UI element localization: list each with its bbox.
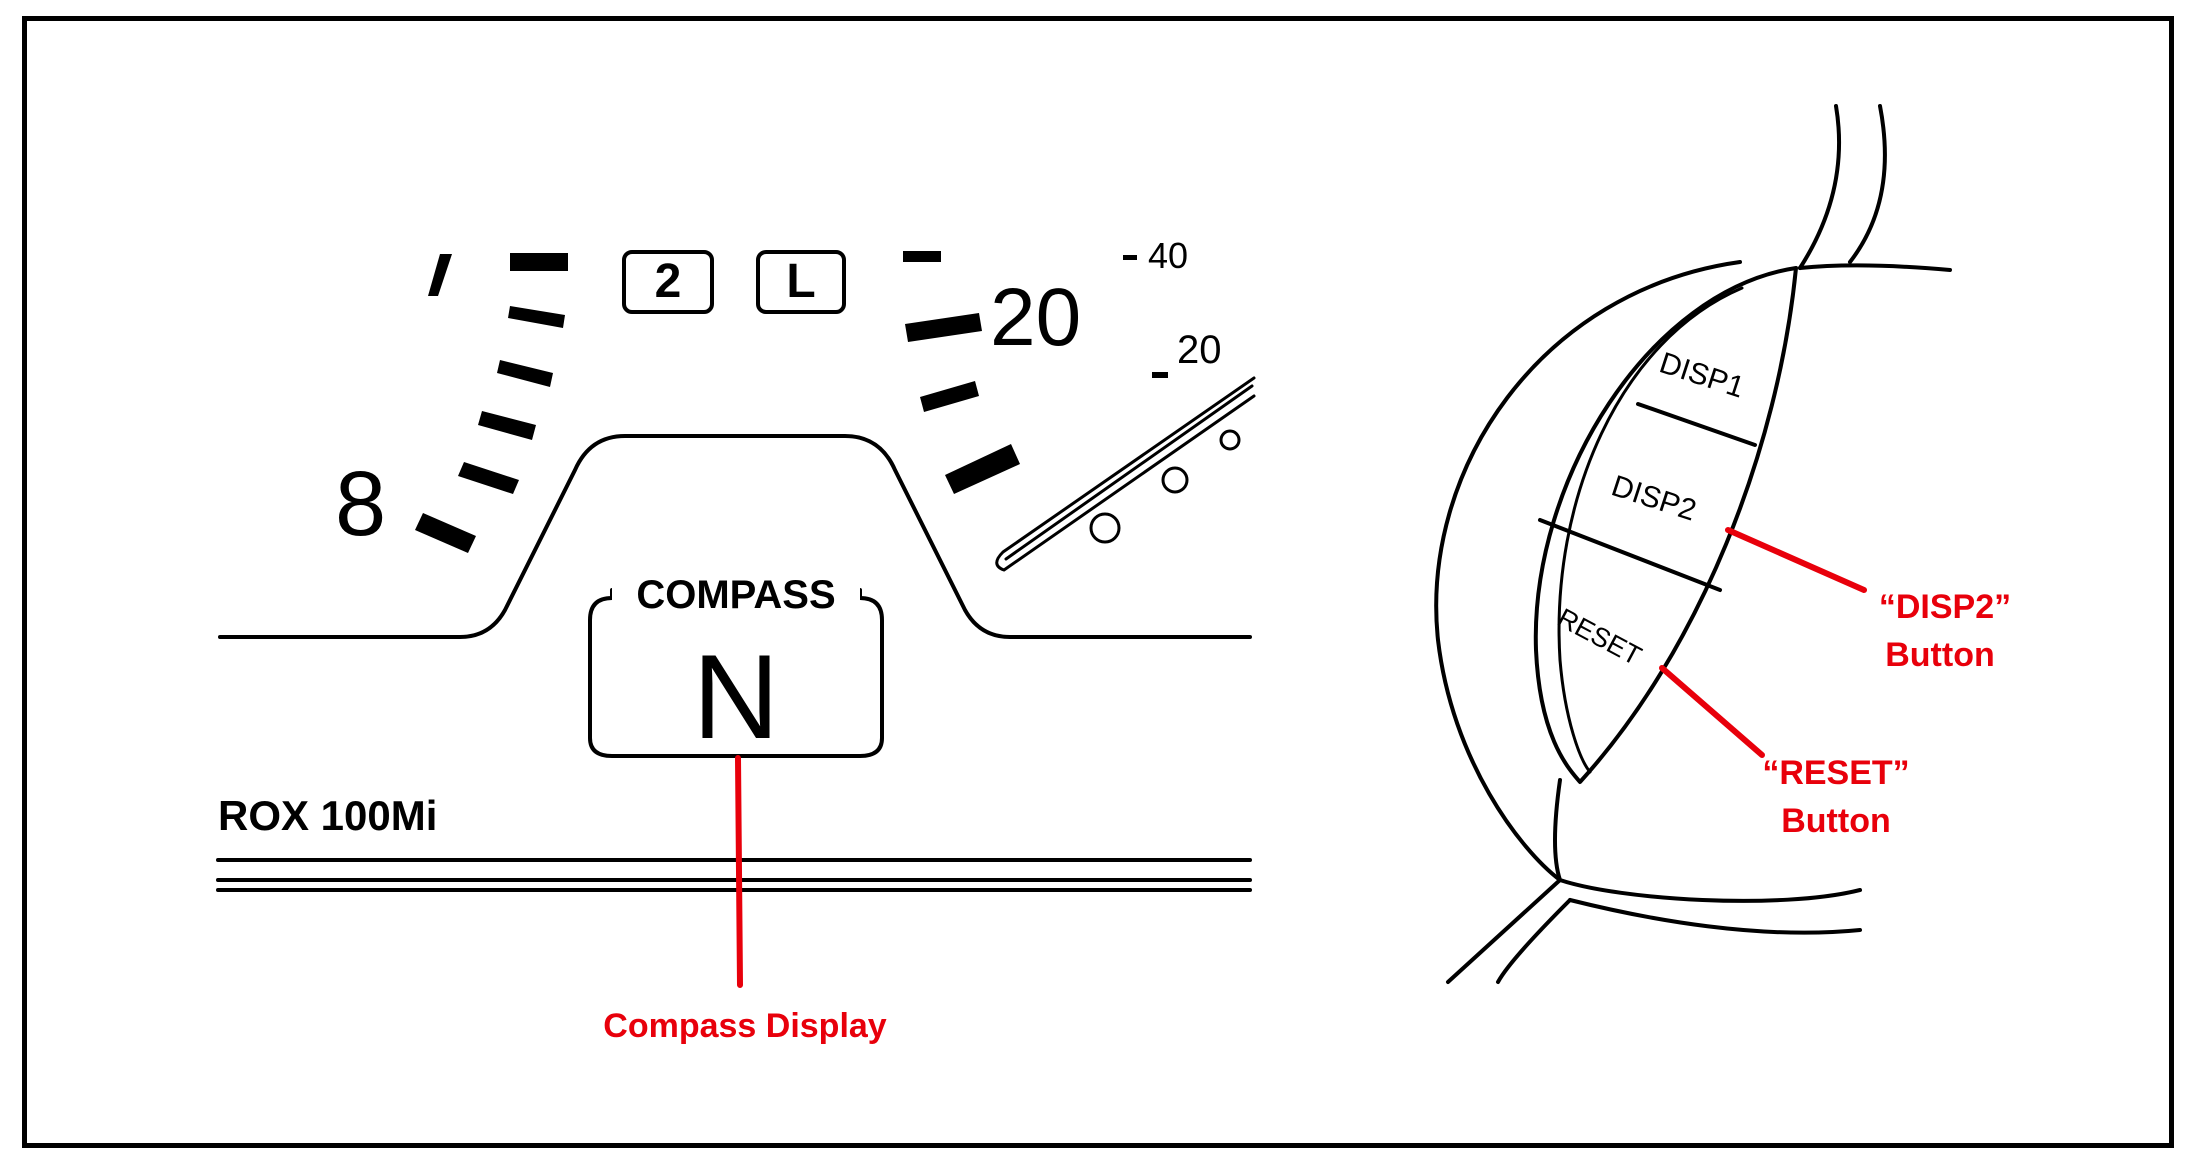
- tick-mark: [497, 360, 553, 387]
- instrument-cluster: 8 20 40 20 2 L COMPASS N: [216, 235, 1256, 1045]
- reset-callout-line: [1659, 665, 1765, 758]
- tick-mark: [428, 254, 452, 296]
- steering-switch: [1434, 104, 1952, 984]
- tick-mark: [478, 411, 536, 440]
- gauge-number-8: 8: [335, 453, 386, 555]
- tick-mark: [510, 253, 568, 271]
- disp1-button[interactable]: DISP1: [1656, 346, 1749, 404]
- reset-callout-line2: Button: [1781, 802, 1891, 840]
- reset-button-label: RESET: [1553, 603, 1647, 672]
- wheel-outline: [1553, 778, 1562, 882]
- gauge-number-20: 20: [990, 272, 1081, 363]
- tick-mark: [945, 444, 1020, 494]
- tachometer-ticks: [415, 251, 1168, 553]
- gauge-scale-20: 20: [1177, 328, 1222, 372]
- switch-divider: [1538, 518, 1722, 592]
- gauge-scale-40: 40: [1148, 235, 1188, 276]
- tick-mark: [905, 313, 982, 342]
- gear-l-label: L: [786, 255, 815, 308]
- disp2-callout-line: [1725, 527, 1867, 593]
- tick-mark: [903, 251, 941, 262]
- tick-mark: [508, 306, 565, 328]
- tick-mark: [920, 381, 979, 412]
- reset-button[interactable]: RESET: [1553, 603, 1647, 672]
- wheel-outline: [1434, 260, 1742, 882]
- gear-2-label: 2: [655, 255, 682, 308]
- switch-pod-inner: [1557, 286, 1744, 774]
- tick-mark: [1123, 255, 1137, 260]
- wheel-outline: [1558, 878, 1862, 903]
- gear-indicator-l: L: [756, 250, 846, 314]
- wheel-outline: [1848, 104, 1887, 264]
- diagram-frame: [22, 16, 2174, 1148]
- gear-indicator-2: 2: [622, 250, 714, 314]
- cluster-bezel-outline: [218, 434, 1252, 639]
- odometer-text: ROX 100Mi: [218, 792, 437, 839]
- gauge-needle: [995, 376, 1256, 572]
- disp2-callout-line2: Button: [1885, 636, 1995, 674]
- wheel-outline: [1496, 898, 1572, 984]
- disp2-button[interactable]: DISP2: [1608, 469, 1701, 527]
- wheel-outline: [1798, 263, 1952, 272]
- wheel-outline: [1446, 878, 1562, 984]
- wheel-outline: [1568, 898, 1862, 935]
- compass-heading: N: [693, 630, 780, 764]
- tick-mark: [458, 462, 519, 494]
- compass-display-label: Compass Display: [603, 1007, 887, 1045]
- compass-display: COMPASS N: [588, 573, 884, 764]
- disp1-button-label: DISP1: [1656, 346, 1749, 404]
- reset-callout-line1: “RESET”: [1762, 754, 1909, 792]
- switch-pod: [1533, 266, 1798, 784]
- compass-title: COMPASS: [636, 573, 835, 617]
- compass-callout-line: [735, 755, 743, 988]
- tick-mark: [1152, 372, 1168, 378]
- wheel-outline: [1798, 104, 1842, 270]
- tick-mark: [415, 513, 476, 553]
- switch-divider: [1636, 402, 1757, 447]
- disp2-callout-line1: “DISP2”: [1879, 588, 2011, 626]
- disp2-button-label: DISP2: [1608, 469, 1701, 527]
